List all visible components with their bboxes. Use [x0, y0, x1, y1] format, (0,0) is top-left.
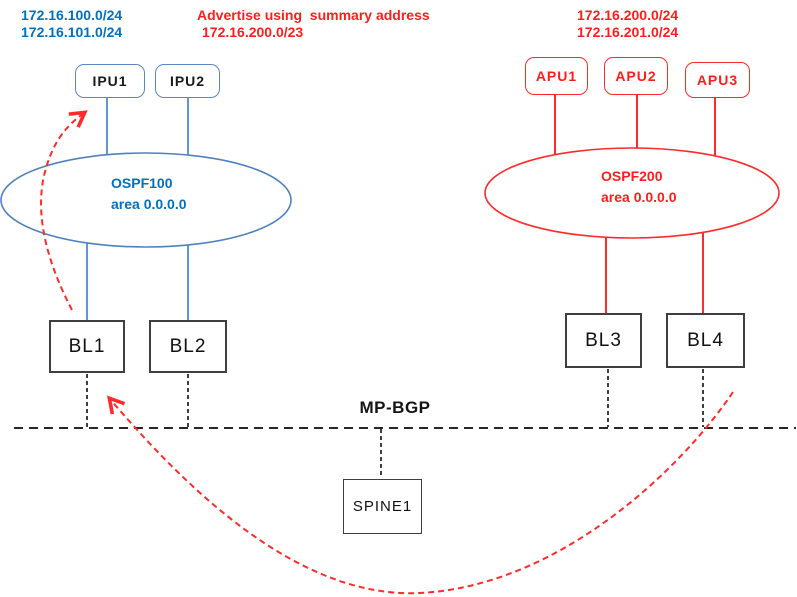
left-network-2: 172.16.101.0/24 [21, 24, 123, 40]
node-ipu2: IPU2 [155, 64, 220, 98]
ospf200-links [554, 94, 716, 314]
ospf100-label: OSPF100 area 0.0.0.0 [111, 173, 187, 215]
ospf200-title: OSPF200 [601, 168, 663, 184]
mp-bgp-label: MP-BGP [359, 398, 431, 417]
advertise-summary-line1: Advertise using summary address [197, 7, 430, 23]
fabric-dashed-links [86, 369, 704, 478]
node-bl3: BL3 [565, 313, 642, 368]
ospf200-ellipse [484, 147, 780, 239]
ospf100-ellipse [0, 152, 292, 248]
node-bl4: BL4 [666, 313, 745, 368]
right-network-1: 172.16.200.0/24 [577, 7, 679, 23]
ospf200-label: OSPF200 area 0.0.0.0 [601, 166, 677, 208]
ospf100-area: area 0.0.0.0 [111, 196, 187, 212]
advertise-arrow-bl4-to-bl1 [106, 391, 734, 595]
ospf200-area: area 0.0.0.0 [601, 189, 677, 205]
node-bl2: BL2 [149, 320, 227, 373]
redistribute-arrow-bl1-to-ipu1 [40, 110, 88, 311]
node-apu3: APU3 [685, 62, 750, 98]
node-ipu1: IPU1 [75, 64, 145, 98]
node-apu2: APU2 [604, 57, 668, 95]
node-bl1: BL1 [49, 320, 125, 373]
left-network-1: 172.16.100.0/24 [21, 7, 123, 23]
advertise-summary-line2: 172.16.200.0/23 [202, 24, 304, 40]
node-spine1: SPINE1 [343, 479, 422, 534]
node-apu1: APU1 [525, 57, 588, 95]
ospf100-title: OSPF100 [111, 175, 173, 191]
right-network-2: 172.16.201.0/24 [577, 24, 679, 40]
